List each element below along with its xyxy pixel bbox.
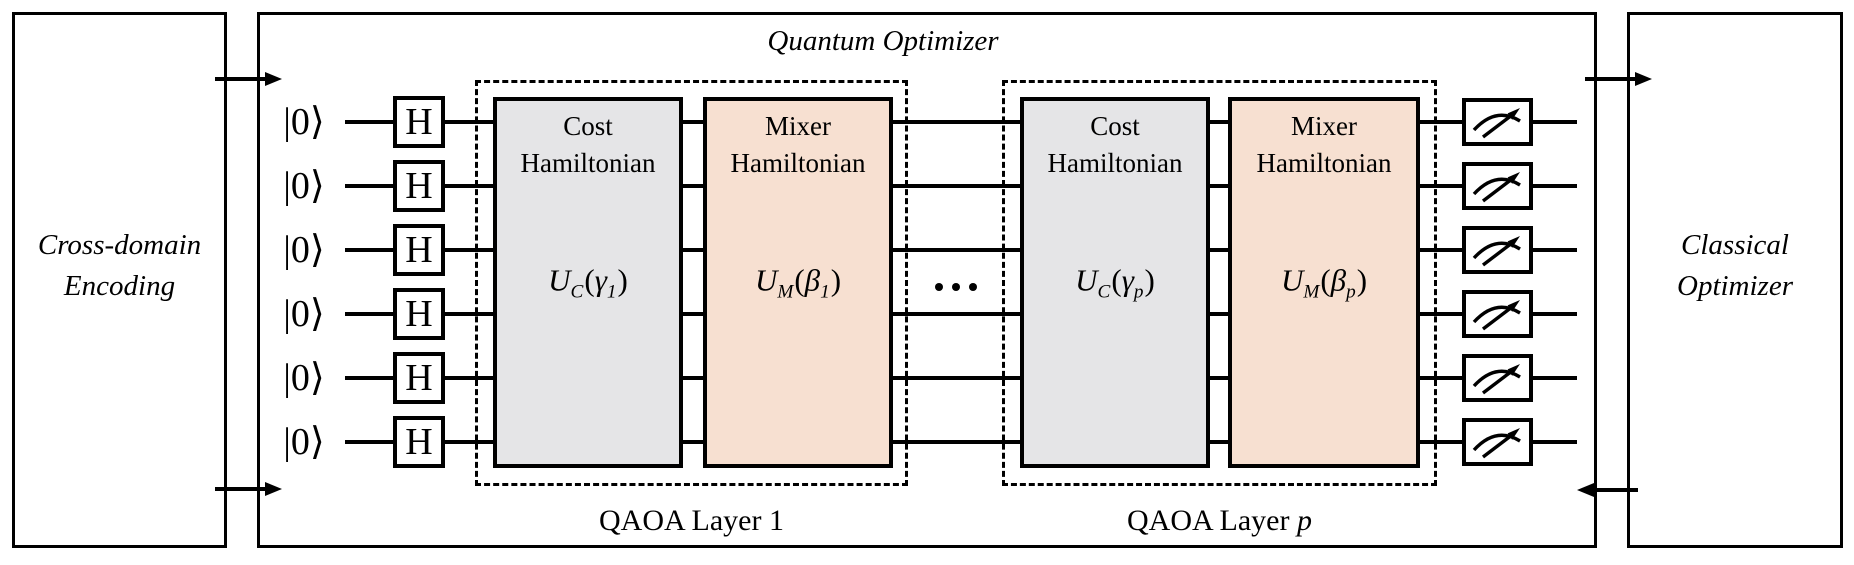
classical-optimizer-label: Classical Optimizer [1677,225,1793,307]
cross-domain-encoding-box: Cross-domain Encoding [12,12,227,548]
qaoa-layer-p-group [1002,80,1437,486]
gauge-icon [1472,172,1521,203]
measurement-gauge [1462,162,1533,210]
cost-hamiltonian-title: Cost Hamiltonian [1024,108,1206,182]
dot [951,283,960,291]
mixer-hamiltonian-title: Mixer Hamiltonian [707,108,889,182]
qubit-state-label: |0⟩ [283,293,325,335]
cross-domain-encoding-line2: Encoding [63,270,176,302]
gauge-icon [1472,364,1521,395]
hadamard-gate: H [393,288,445,340]
cost-title-line1: Cost [563,111,613,141]
arrow-head-left-icon [1577,483,1594,497]
hadamard-gate: H [393,96,445,148]
arrow-head-right-icon [265,482,282,496]
mixer-hamiltonian-box-layer1: Mixer Hamiltonian UM(β1) [703,97,893,468]
qubit-row-2: |0⟩ H [260,160,1594,212]
qaoa-layer-1-label: QAOA Layer 1 [599,504,784,537]
cost-unitary-label-layer1: UC(γ1) [548,261,628,303]
gauge-icon [1472,236,1521,267]
qubit-wire [345,184,1577,188]
arrow-line [1593,488,1638,492]
measurement-gauge [1462,226,1533,274]
qubit-wire [345,120,1577,124]
qubit-state-label: |0⟩ [283,357,325,399]
qubit-row-3: |0⟩ H [260,224,1594,276]
qubit-wire [345,440,1577,444]
mixer-title-line2: Hamiltonian [730,148,866,178]
mixer-title-line1: Mixer [1291,111,1357,141]
qubit-state-label: |0⟩ [283,229,325,271]
measurement-gauge [1462,354,1533,402]
hadamard-gate: H [393,416,445,468]
arrow-line [215,487,266,491]
hadamard-gate: H [393,352,445,404]
cost-title-line1: Cost [1090,111,1140,141]
qubit-state-label: |0⟩ [283,101,325,143]
mixer-title-line1: Mixer [765,111,831,141]
qubit-row-5: |0⟩ H [260,352,1594,404]
mixer-title-line2: Hamiltonian [1256,148,1392,178]
gauge-icon [1472,428,1521,459]
mixer-unitary-label-layerp: UM(βp) [1280,261,1368,303]
mixer-hamiltonian-box-layerp: Mixer Hamiltonian UM(βp) [1228,97,1420,468]
arrow-head-right-icon [265,72,282,86]
quantum-optimizer-title: Quantum Optimizer [767,25,999,57]
hadamard-gate: H [393,160,445,212]
dot [934,283,943,291]
cost-hamiltonian-box-layerp: Cost Hamiltonian UC(γp) [1020,97,1210,468]
arrow-line [215,77,266,81]
qaoa-layer-p-label: QAOA Layer p [1127,504,1312,537]
qubit-wire [345,312,1577,316]
cross-domain-encoding-label: Cross-domain Encoding [38,225,201,307]
measurement-gauge [1462,290,1533,338]
classical-optimizer-line1: Classical [1681,229,1789,261]
mixer-unitary-label-layer1: UM(β1) [754,261,842,303]
cost-hamiltonian-title: Cost Hamiltonian [497,108,679,182]
measurement-gauge [1462,98,1533,146]
qubit-wire [345,376,1577,380]
classical-optimizer-line2: Optimizer [1677,270,1793,302]
cost-hamiltonian-box-layer1: Cost Hamiltonian UC(γ1) [493,97,683,468]
arrow-head-right-icon [1635,72,1652,86]
qubit-state-label: |0⟩ [283,421,325,463]
qubit-row-1: |0⟩ H [260,96,1594,148]
dot [968,283,977,291]
qubit-row-4: |0⟩ H [260,288,1594,340]
gauge-icon [1472,300,1521,331]
ellipsis-dots [908,283,1003,291]
qubit-row-6: |0⟩ H [260,416,1594,468]
qaoa-layer-1-group [475,80,908,486]
qubit-wire [345,248,1577,252]
cost-title-line2: Hamiltonian [1047,148,1183,178]
measurement-gauge [1462,418,1533,466]
cost-title-line2: Hamiltonian [520,148,656,178]
cost-unitary-label-layerp: UC(γp) [1075,261,1155,303]
cross-domain-encoding-line1: Cross-domain [37,229,202,261]
classical-optimizer-box: Classical Optimizer [1627,12,1843,548]
gauge-icon [1472,108,1521,139]
qubit-state-label: |0⟩ [283,165,325,207]
arrow-line [1585,77,1636,81]
hadamard-gate: H [393,224,445,276]
mixer-hamiltonian-title: Mixer Hamiltonian [1232,108,1416,182]
quantum-optimizer-box: Quantum Optimizer |0⟩ H |0⟩ H [257,12,1597,548]
